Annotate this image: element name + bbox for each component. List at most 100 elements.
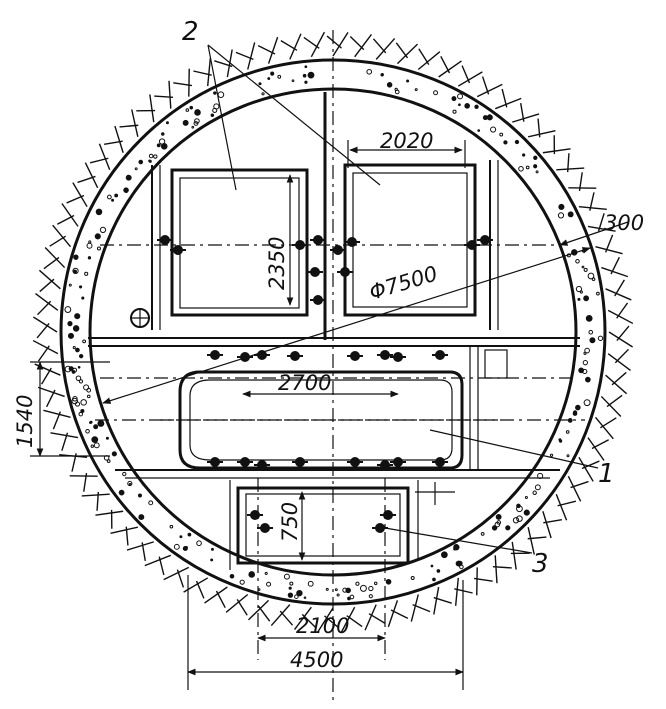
speckle-dot [149, 154, 153, 158]
speckle-dot [346, 588, 351, 593]
speckle-dot [584, 268, 587, 271]
speckle-dot [369, 586, 373, 590]
bolt-icon [292, 457, 308, 467]
speckle-dot [584, 296, 589, 301]
speckle-dot [496, 514, 501, 519]
hatch-stroke [33, 317, 57, 332]
bolt-icon [432, 350, 448, 360]
speckle-dot [295, 595, 299, 599]
speckle-dot [456, 561, 461, 566]
bolt-icon [257, 523, 273, 533]
hatch-stroke [601, 396, 620, 416]
speckle-dot [95, 234, 100, 239]
speckle-dot [195, 119, 200, 124]
hatch-stroke [127, 542, 154, 550]
hatch-stroke [169, 81, 171, 109]
hatch-stroke [579, 457, 593, 481]
speckle-dot [504, 141, 507, 144]
hatch-stroke [373, 39, 385, 53]
speckle-dot [360, 585, 366, 591]
speckle-dot [262, 93, 264, 95]
hatch-stroke [495, 98, 521, 108]
speckle-dot [335, 589, 337, 591]
speckle-dot [534, 165, 537, 168]
bolt-icon [390, 352, 406, 362]
hatch-stroke [44, 257, 59, 268]
speckle-dot [271, 72, 274, 75]
hatch-stroke [419, 49, 429, 65]
hatch-stroke [43, 410, 70, 417]
speckle-dot [91, 445, 93, 447]
speckle-dot [369, 595, 372, 598]
speckle-dot [590, 338, 595, 343]
hatch-stroke [458, 72, 482, 86]
speckle-dot [138, 494, 141, 497]
speckle-dot [459, 104, 461, 106]
hatch-stroke [411, 594, 418, 621]
hatch-stroke [397, 44, 417, 63]
speckle-dot [212, 548, 214, 550]
speckle-dot [69, 284, 71, 286]
hatch-stroke [418, 52, 440, 70]
speckle-dot [79, 412, 83, 416]
speckle-dot [308, 72, 314, 78]
speckle-dot [78, 366, 80, 368]
hatch-stroke [588, 438, 604, 461]
speckle-dot [305, 81, 307, 83]
speckle-dot [74, 270, 77, 273]
speckle-dot [465, 104, 470, 109]
speckle-dot [183, 546, 187, 550]
speckle-dot [381, 74, 383, 76]
hatch-stroke [595, 417, 613, 439]
speckle-dot [87, 243, 92, 248]
speckle-dot [190, 106, 193, 109]
hatch-stroke [543, 149, 571, 153]
dim-2100-label: 2100 [296, 614, 349, 638]
hatch-stroke [281, 41, 297, 51]
speckle-dot [83, 340, 86, 343]
speckle-dot [559, 440, 561, 442]
speckle-dot [96, 209, 102, 215]
speckle-dot [442, 552, 448, 558]
speckle-dot [180, 536, 182, 538]
speckle-dot [249, 572, 255, 578]
hatch-stroke [369, 614, 385, 624]
hatch-stroke [391, 610, 408, 618]
dim-750-label: 750 [278, 502, 302, 542]
platform-beams [88, 338, 585, 478]
dimension-2100: 2100 [258, 614, 385, 638]
speckle-dot [308, 581, 313, 586]
speckle-dot [288, 593, 292, 597]
speckle-dot [183, 120, 188, 125]
speckle-dot [407, 80, 409, 82]
callout-1-label: 1 [598, 459, 615, 489]
dim-diameter-label: Φ7500 [366, 261, 440, 304]
hatch-stroke [197, 581, 204, 598]
speckle-dot [112, 199, 114, 201]
bolt-icon [287, 351, 303, 361]
speckle-dot [303, 74, 306, 77]
speckle-dot [290, 582, 293, 585]
speckle-dot [515, 140, 518, 143]
hatch-stroke [42, 368, 52, 384]
dim-1540-label: 1540 [13, 395, 37, 448]
speckle-dot [98, 421, 104, 427]
speckle-dot [585, 348, 590, 353]
hatch-stroke [45, 247, 64, 267]
speckle-dot [115, 194, 118, 197]
hatch-stroke [132, 110, 138, 137]
speckle-dot [523, 154, 525, 156]
speckle-dot [79, 354, 82, 357]
speckle-dot [230, 574, 234, 578]
speckle-dot [80, 286, 82, 288]
speckle-dot [162, 133, 164, 135]
bolt-icon [347, 457, 363, 467]
speckle-dot [88, 257, 90, 259]
speckle-dot [92, 437, 98, 443]
hatch-stroke [617, 303, 628, 318]
speckle-dot [525, 497, 527, 499]
speckle-dot [592, 278, 595, 281]
speckle-dot [129, 483, 131, 485]
speckle-dot [94, 443, 99, 448]
